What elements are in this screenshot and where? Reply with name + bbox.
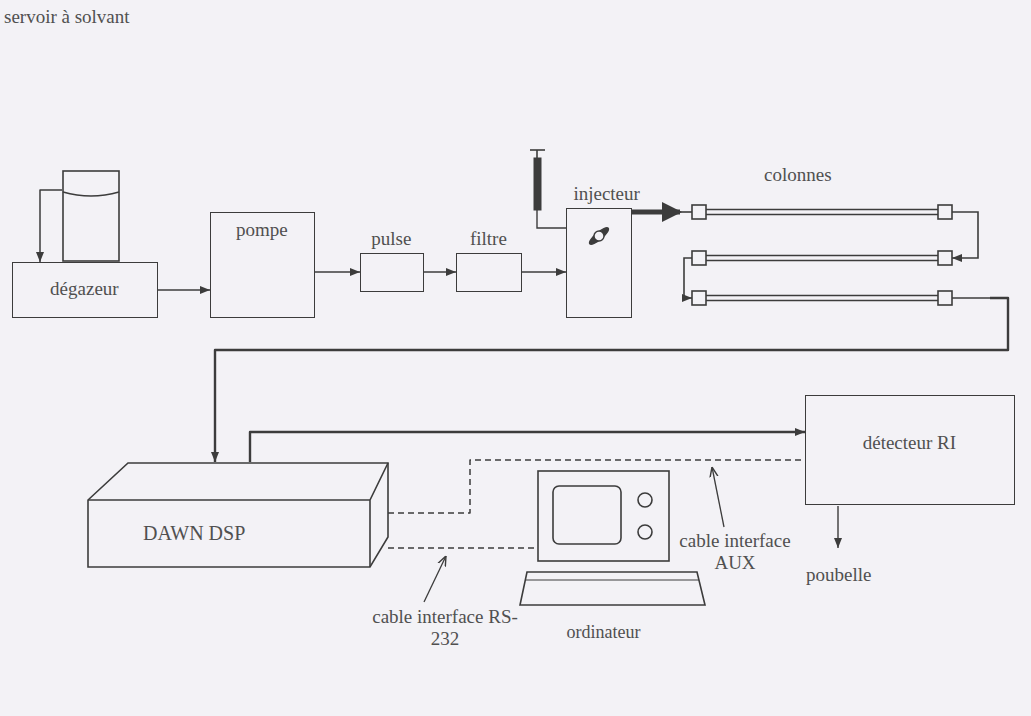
- process-box: filtre: [456, 253, 522, 292]
- cable-label: cable interface AUX: [660, 530, 810, 574]
- tubes-strokes: [680, 205, 990, 305]
- node-label: injecteur: [573, 183, 639, 205]
- injector-box: injecteur: [566, 208, 632, 318]
- monitor-strokes: [520, 471, 705, 605]
- process-box: pompe: [210, 212, 315, 318]
- injection-valve: [588, 226, 611, 247]
- monitor-screen: [553, 486, 621, 544]
- node-label: dégazeur: [50, 278, 119, 300]
- waste-label: poubelle: [806, 564, 871, 586]
- column-tube: [706, 300, 938, 302]
- valve-rotor: [588, 226, 611, 247]
- node-label: DAWN DSP: [143, 522, 245, 545]
- flow-line: [158, 289, 210, 291]
- solvent-reservoir: servoir à solvant: [62, 170, 120, 262]
- column-fitting: [692, 291, 706, 305]
- computer: ordinateur: [537, 470, 670, 562]
- node-label: pompe: [236, 219, 288, 241]
- flow-line: [40, 190, 62, 262]
- flow-line: [522, 271, 566, 273]
- node-label: filtre: [470, 228, 507, 250]
- node-label: ordinateur: [567, 622, 641, 643]
- cup-strokes: [63, 171, 119, 261]
- detector-housing: DAWN DSP: [88, 462, 388, 567]
- liquid-level: [63, 192, 119, 196]
- outlet-line: [952, 297, 990, 299]
- cup-outline: [62, 170, 120, 262]
- syringe-needle: [537, 210, 566, 228]
- monitor-case: [538, 471, 669, 561]
- inlet-line: [680, 211, 692, 213]
- column-fitting: [692, 251, 706, 265]
- column-fitting: [938, 291, 952, 305]
- monitor-outline: [537, 470, 670, 562]
- housing-edges: [88, 463, 388, 567]
- monitor-knob: [638, 525, 652, 539]
- column-tube: [706, 255, 938, 257]
- cable-callout: cable interface RS-232: [360, 606, 530, 650]
- column-set: colonnes: [680, 200, 990, 312]
- tubes-outline: [680, 200, 990, 312]
- flow-line: [250, 432, 805, 462]
- cable-callout: cable interface AUX: [660, 530, 810, 574]
- monitor-knob: [638, 493, 652, 507]
- reservoir-body: [63, 171, 119, 261]
- cable-label: cable interface RS-232: [360, 606, 530, 650]
- process-box: pulse: [360, 253, 424, 292]
- interface-cable: [388, 547, 537, 549]
- syringe: [530, 150, 566, 228]
- leader-line: [712, 467, 724, 527]
- column-fitting: [938, 205, 952, 219]
- process-box: dégazeur: [12, 262, 158, 318]
- label-anchor: poubelle: [806, 564, 871, 586]
- node-label: pulse: [371, 228, 411, 250]
- keyboard: [520, 572, 705, 605]
- flow-line: [215, 298, 1008, 462]
- column-tube: [706, 260, 938, 262]
- column-fitting: [938, 251, 952, 265]
- column-link: [952, 212, 978, 258]
- column-tube: [706, 295, 938, 297]
- node-label: détecteur RI: [863, 432, 956, 454]
- flow-line: [315, 271, 360, 273]
- housing-outline: [88, 463, 388, 567]
- leader-line: [424, 556, 446, 602]
- column-fitting: [692, 205, 706, 219]
- flow-line: [632, 210, 680, 215]
- column-tube: [706, 214, 938, 216]
- keyboard-keys: [525, 580, 699, 581]
- syringe-plunger: [536, 150, 538, 158]
- column-link: [684, 258, 692, 298]
- node-label: servoir à solvant: [4, 6, 130, 28]
- flow-line: [424, 271, 456, 273]
- dawn-strokes: [88, 463, 388, 567]
- column-tube: [706, 209, 938, 211]
- node-label: colonnes: [764, 164, 832, 186]
- dawn-outline: [88, 462, 388, 567]
- detector-box: détecteur RI: [805, 395, 1015, 505]
- valve-hub: [594, 231, 604, 241]
- syringe-barrel: [534, 158, 541, 210]
- waste-arrow: [837, 506, 838, 548]
